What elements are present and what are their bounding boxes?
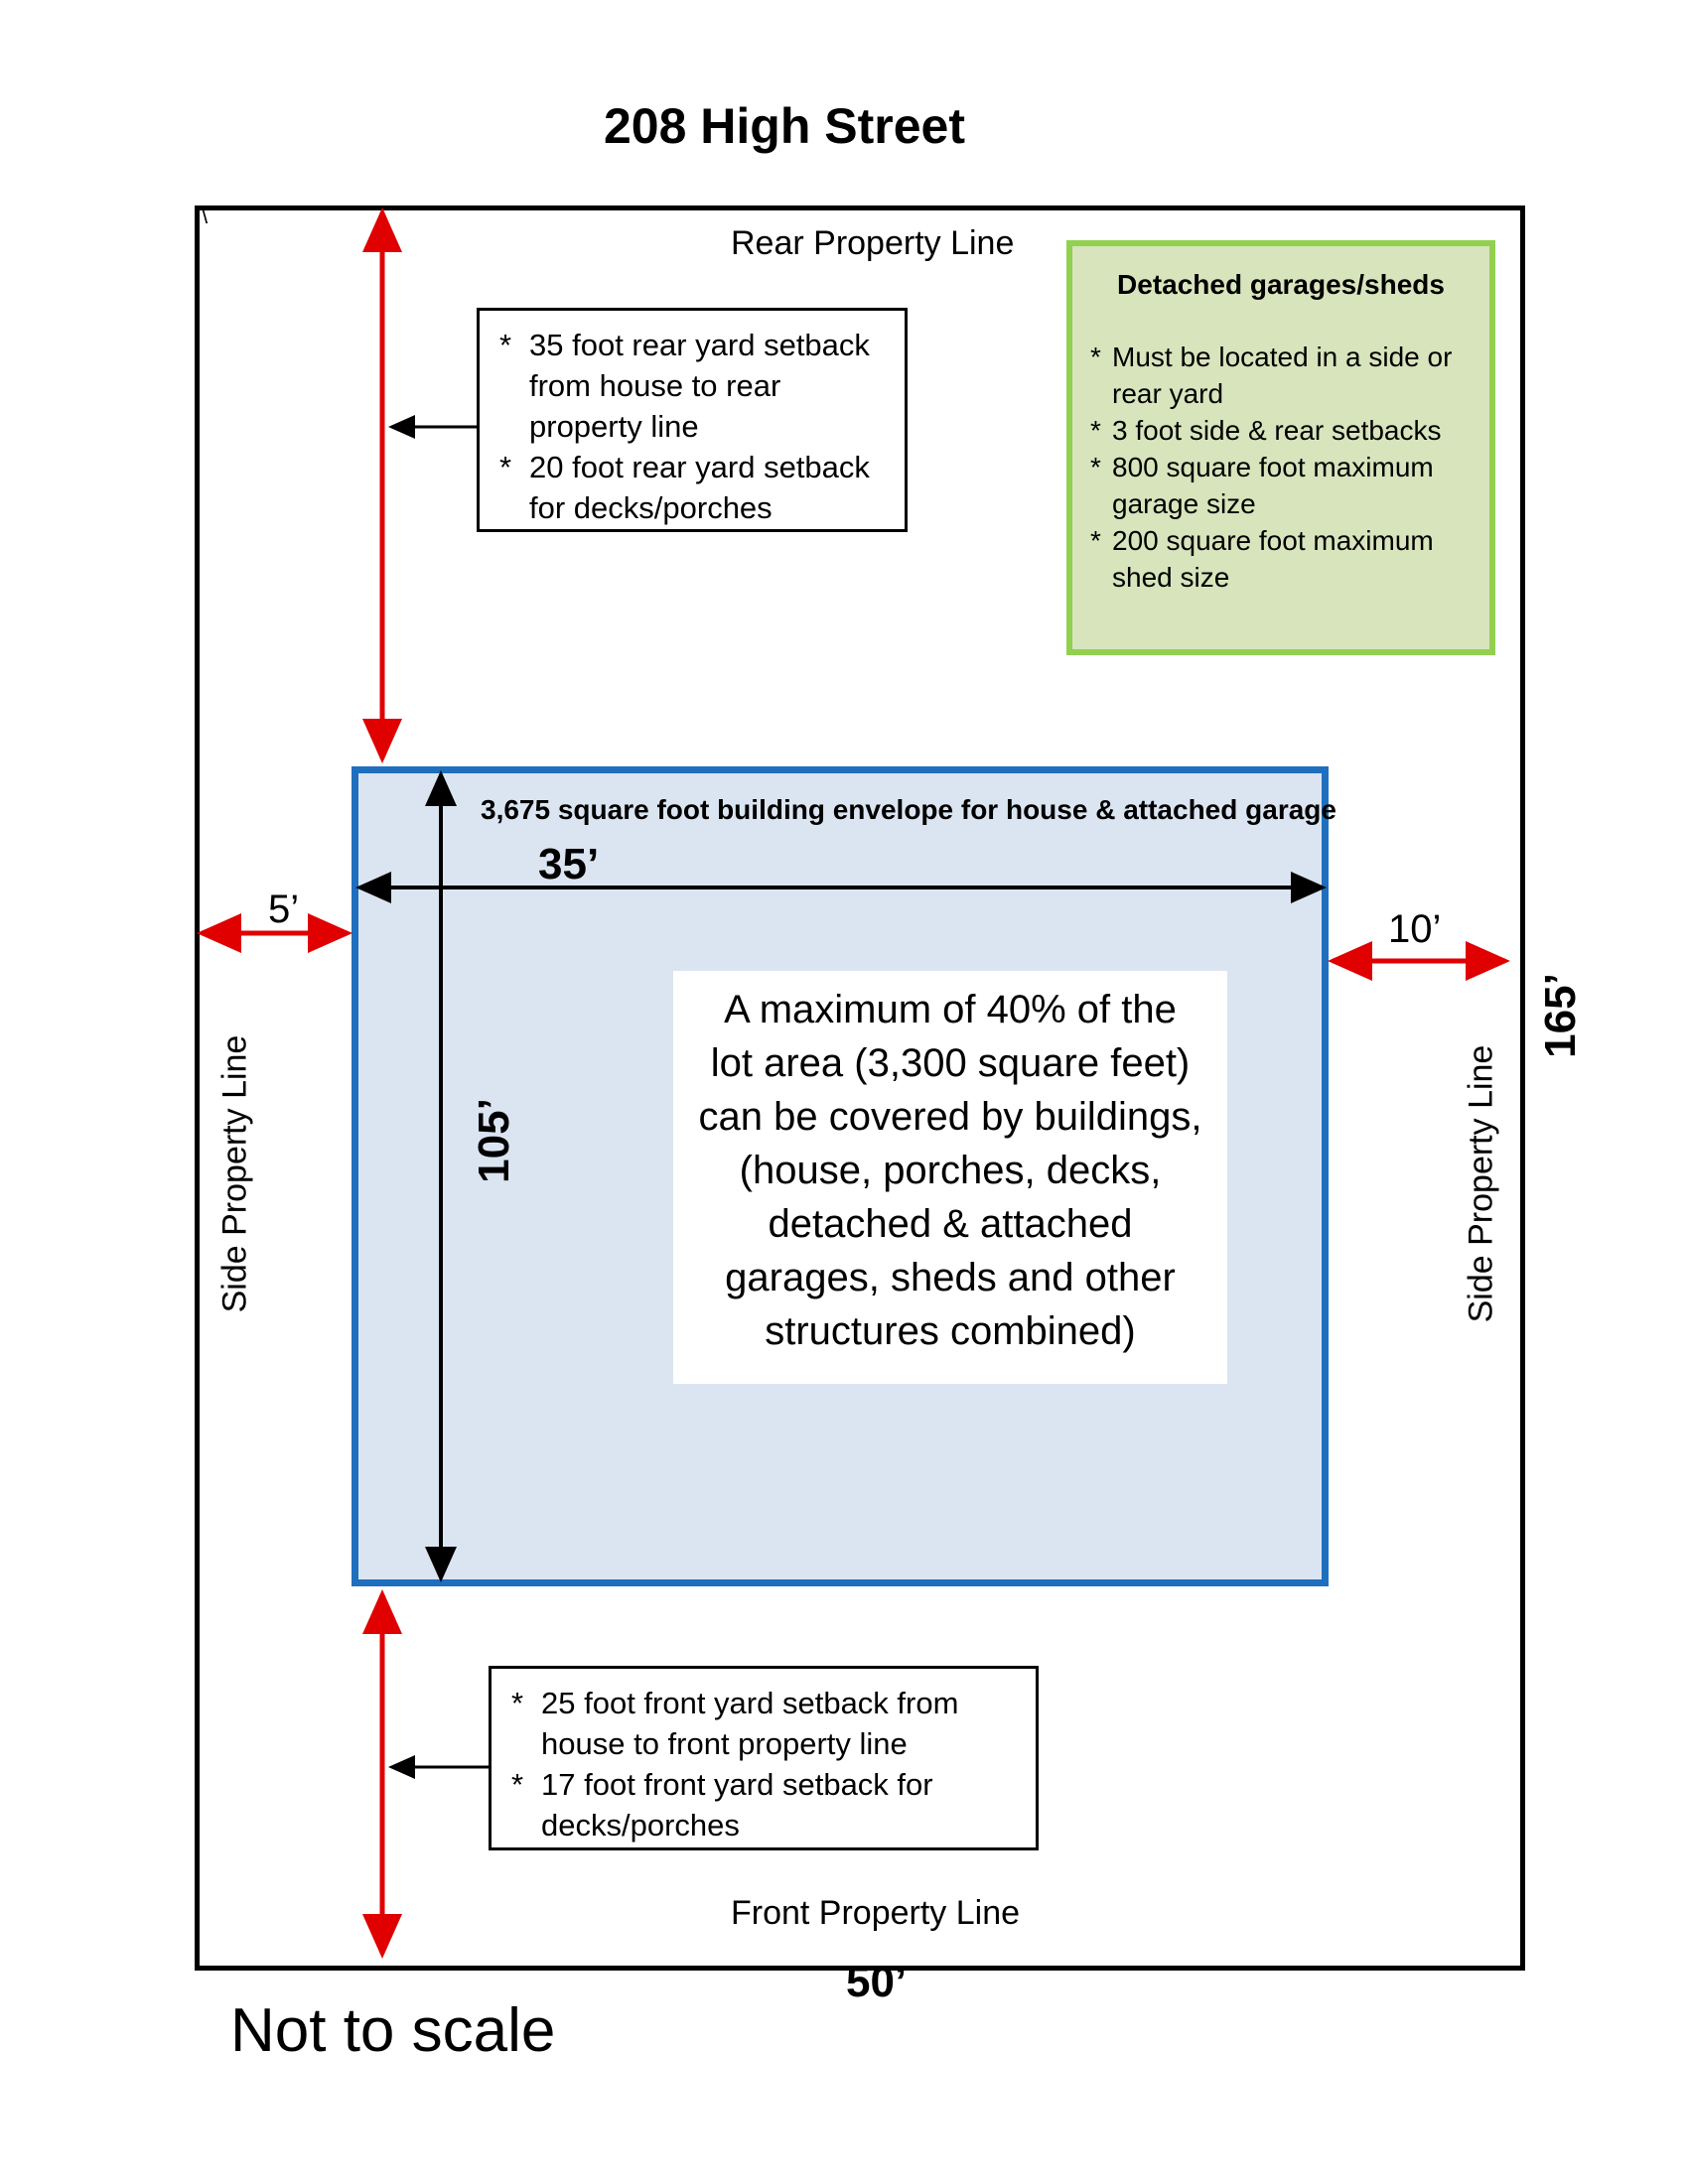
coverage-line: can be covered by buildings, (698, 1095, 1202, 1139)
front-note-item: 25 foot front yard setback from house to… (511, 1683, 1016, 1764)
detached-item: Must be located in a side or rear yard (1090, 339, 1472, 412)
front-property-line-label: Front Property Line (731, 1894, 1021, 1932)
detached-item: 3 foot side & rear setbacks (1090, 412, 1472, 449)
front-setback-note: 25 foot front yard setback from house to… (489, 1666, 1039, 1850)
detached-structures-box: Detached garages/sheds Must be located i… (1066, 240, 1495, 655)
rear-property-line-label: Rear Property Line (731, 224, 1015, 262)
detached-item: 200 square foot maximum shed size (1090, 522, 1472, 596)
envelope-depth-label: 105’ (470, 1098, 518, 1183)
page-title: 208 High Street (603, 98, 965, 154)
rear-note-item: 20 foot rear yard setback for decks/porc… (499, 447, 885, 528)
lot-coverage-note: A maximum of 40% of the lot area (3,300 … (673, 971, 1227, 1384)
coverage-line: A maximum of 40% of the (724, 988, 1177, 1031)
envelope-label: 3,675 square foot building envelope for … (481, 794, 1336, 825)
rear-note-item: 35 foot rear yard setback from house to … (499, 325, 885, 447)
lot-width-label: 50’ (846, 1958, 908, 2006)
rear-setback-note: 35 foot rear yard setback from house to … (477, 308, 908, 532)
detached-item: 800 square foot maximum garage size (1090, 449, 1472, 522)
lot-depth-label: 165’ (1536, 973, 1585, 1058)
coverage-line: (house, porches, decks, (739, 1149, 1162, 1192)
corner-mark: \ (202, 204, 209, 228)
left-side-setback-label: 5’ (268, 887, 300, 931)
coverage-line: garages, sheds and other (725, 1256, 1176, 1299)
detached-heading: Detached garages/sheds (1117, 269, 1445, 300)
right-side-setback-label: 10’ (1388, 907, 1442, 951)
front-note-item: 17 foot front yard setback for decks/por… (511, 1764, 1016, 1845)
coverage-line: lot area (3,300 square feet) (710, 1041, 1191, 1085)
not-to-scale-note: Not to scale (230, 1996, 556, 2065)
lot-boundary (195, 205, 1525, 1971)
coverage-line: detached & attached (768, 1202, 1133, 1246)
coverage-line: structures combined) (765, 1309, 1136, 1353)
envelope-width-label: 35’ (538, 840, 600, 888)
